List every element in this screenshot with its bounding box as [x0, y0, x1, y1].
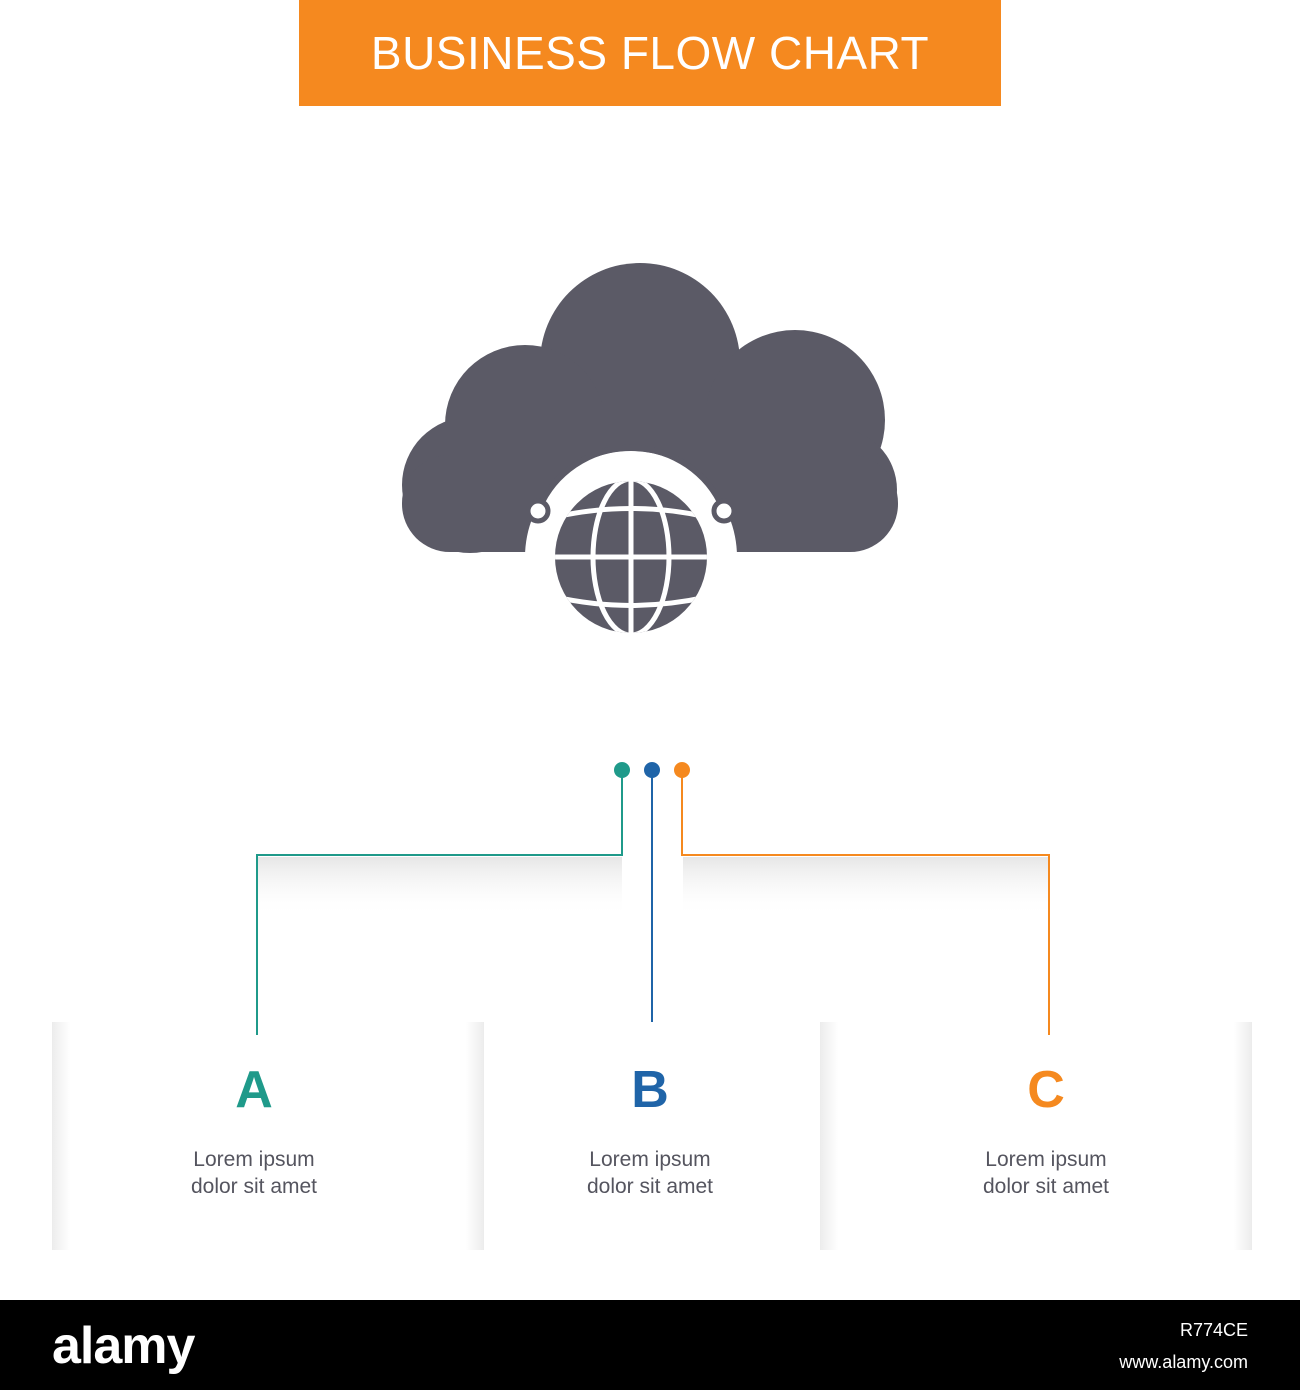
connector-lines — [52, 762, 1252, 1250]
card-letter-c: C — [1027, 1061, 1065, 1119]
connector-dot-c — [674, 762, 690, 778]
card-letter-b: B — [631, 1061, 669, 1119]
page-title: BUSINESS FLOW CHART — [370, 27, 930, 79]
footer-bar: alamy R774CE www.alamy.com — [0, 1300, 1300, 1390]
card-b: B Lorem ipsum dolor sit amet — [500, 1060, 800, 1200]
footer-url: www.alamy.com — [1119, 1352, 1248, 1372]
card-a: A Lorem ipsum dolor sit amet — [104, 1060, 404, 1200]
card-text-c: Lorem ipsum dolor sit amet — [982, 1148, 1110, 1198]
connector-a — [256, 770, 623, 1035]
card-letter-a: A — [235, 1061, 273, 1119]
footer-logo: alamy — [52, 1317, 195, 1375]
connector-c — [681, 770, 1050, 1035]
footer-image-id: R774CE — [1179, 1320, 1248, 1340]
connector-dot-a — [614, 762, 630, 778]
card-c: C Lorem ipsum dolor sit amet — [896, 1060, 1196, 1200]
card-text-b: Lorem ipsum dolor sit amet — [586, 1148, 714, 1198]
card-text-a: Lorem ipsum dolor sit amet — [190, 1148, 318, 1198]
cloud-globe-icon — [402, 263, 898, 645]
connector-dot-b — [644, 762, 660, 778]
header-banner: BUSINESS FLOW CHART — [299, 0, 1001, 106]
